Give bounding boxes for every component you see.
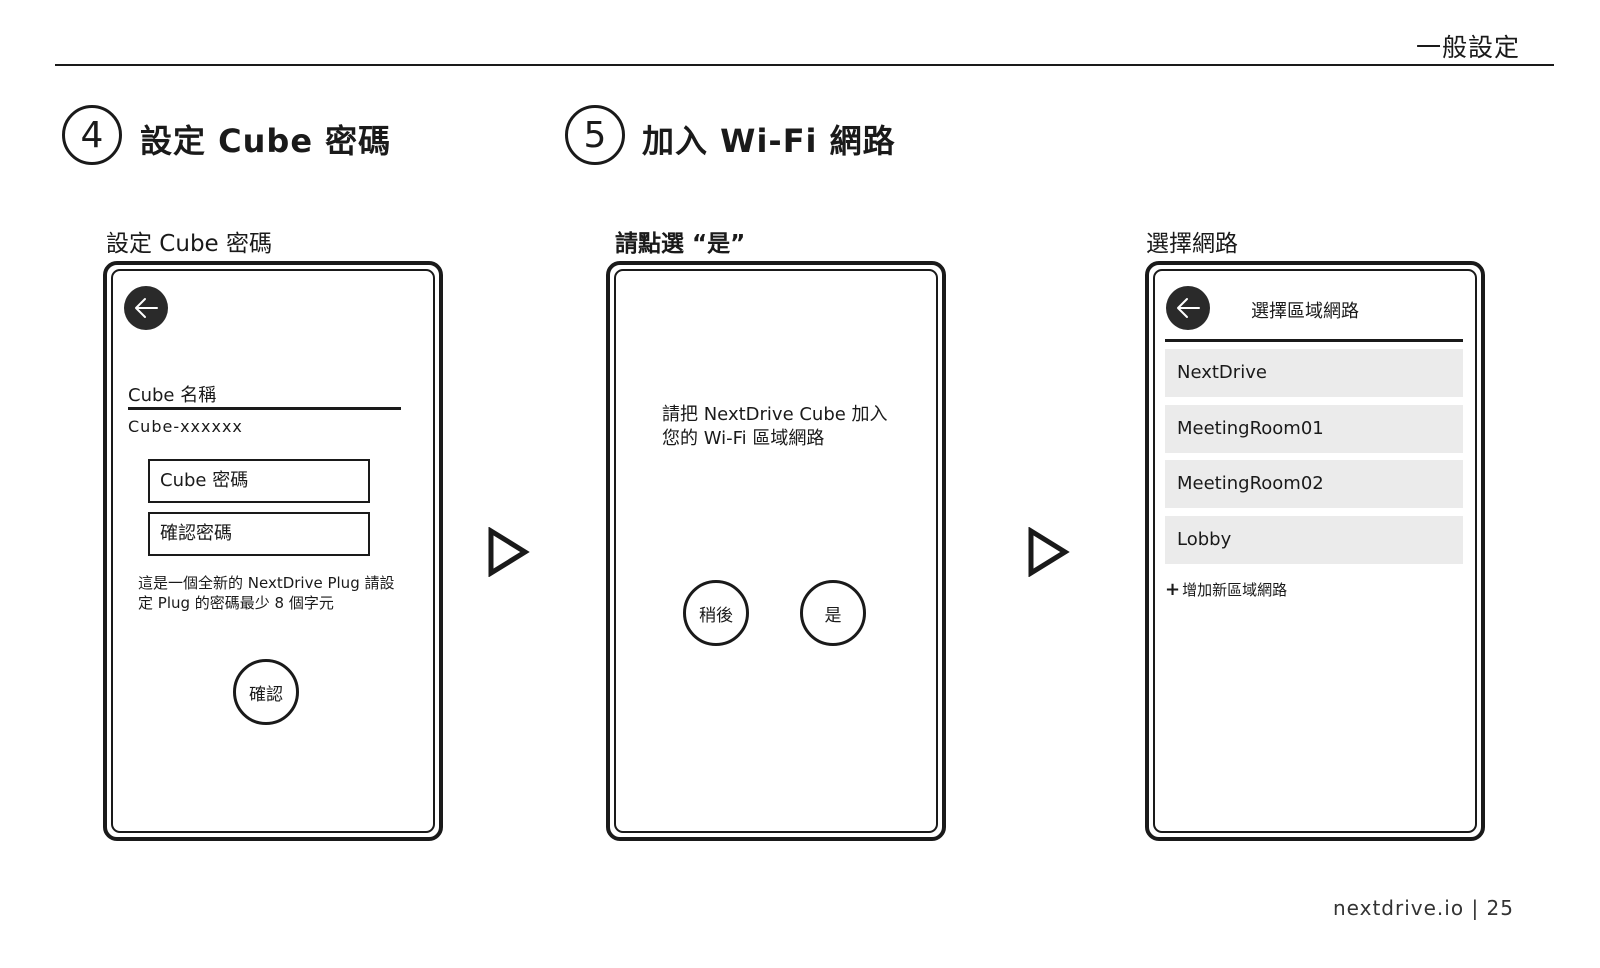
confirm-password-input[interactable]: 確認密碼	[148, 512, 370, 556]
yes-button[interactable]: 是	[800, 580, 866, 646]
add-network-link[interactable]: +增加新區域網路	[1165, 579, 1287, 600]
page-number: 25	[1486, 896, 1514, 920]
section-title: 一般設定	[1415, 33, 1520, 62]
phone-mockup-network-list: 選擇區域網路 NextDrive MeetingRoom01 MeetingRo…	[1145, 261, 1485, 841]
cube-password-input[interactable]: Cube 密碼	[148, 459, 370, 503]
back-arrow-icon	[135, 298, 158, 318]
network-item[interactable]: MeetingRoom01	[1165, 405, 1463, 453]
step-4-badge: 4	[62, 105, 122, 165]
join-wifi-message: 請把 NextDrive Cube 加入您的 Wi-Fi 區域網路	[662, 404, 888, 449]
phone-screen: Cube 名稱 Cube-xxxxxx Cube 密碼 確認密碼 這是一個全新的…	[111, 269, 435, 833]
next-step-arrow-icon	[1028, 527, 1070, 577]
cube-name-value: Cube-xxxxxx	[128, 417, 243, 436]
back-arrow-icon	[1177, 298, 1200, 318]
page-footer: nextdrive.io | 25	[1333, 896, 1514, 920]
password-note: 這是一個全新的 NextDrive Plug 請設定 Plug 的密碼最少 8 …	[138, 574, 395, 612]
phone-screen: 選擇區域網路 NextDrive MeetingRoom01 MeetingRo…	[1153, 269, 1477, 833]
step-5-title: 加入 Wi-Fi 網路	[642, 122, 896, 160]
back-button[interactable]	[124, 286, 168, 330]
next-step-arrow-icon	[488, 527, 530, 577]
confirm-button[interactable]: 確認	[233, 659, 299, 725]
back-button[interactable]	[1166, 286, 1210, 330]
footer-site: nextdrive.io	[1333, 896, 1465, 920]
header-rule	[55, 64, 1554, 66]
phone-mockup-password: Cube 名稱 Cube-xxxxxx Cube 密碼 確認密碼 這是一個全新的…	[103, 261, 443, 841]
panel-2-label: 請點選 “是”	[615, 231, 746, 257]
network-item[interactable]: Lobby	[1165, 516, 1463, 564]
network-header-rule	[1165, 339, 1463, 342]
add-network-label: 增加新區域網路	[1182, 581, 1288, 599]
panel-1-label: 設定 Cube 密碼	[106, 231, 273, 257]
step-5-badge: 5	[565, 105, 625, 165]
phone-mockup-join-wifi: 請把 NextDrive Cube 加入您的 Wi-Fi 區域網路 稍後 是	[606, 261, 946, 841]
plus-icon: +	[1165, 579, 1181, 600]
later-button[interactable]: 稍後	[683, 580, 749, 646]
network-list-header: 選擇區域網路	[1251, 301, 1359, 322]
network-item[interactable]: NextDrive	[1165, 349, 1463, 397]
cube-name-label: Cube 名稱	[128, 385, 217, 406]
network-item[interactable]: MeetingRoom02	[1165, 460, 1463, 508]
step-4-title: 設定 Cube 密碼	[140, 122, 392, 160]
phone-screen: 請把 NextDrive Cube 加入您的 Wi-Fi 區域網路 稍後 是	[614, 269, 938, 833]
cube-name-rule	[128, 407, 401, 410]
panel-3-label: 選擇網路	[1146, 231, 1238, 257]
footer-separator: |	[1471, 896, 1480, 920]
